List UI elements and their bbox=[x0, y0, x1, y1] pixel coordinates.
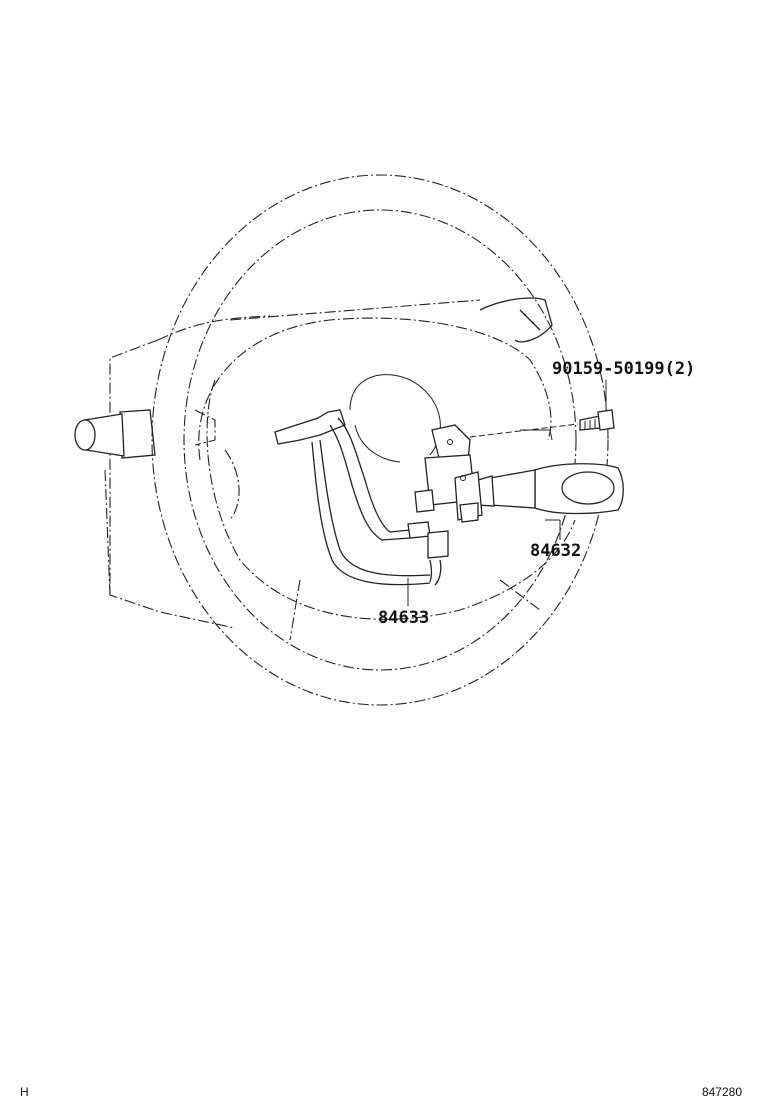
steering-wheel-pad bbox=[194, 317, 576, 641]
central-switch-block bbox=[414, 424, 483, 523]
right-spoke-detail bbox=[479, 297, 553, 343]
bolt-icon bbox=[469, 409, 615, 438]
steering-wheel-rim bbox=[151, 174, 609, 706]
part-label-84633: 84633 bbox=[378, 608, 429, 628]
part-label-bolt: 90159-50199(2) bbox=[552, 359, 695, 379]
switch-assembly-right bbox=[477, 429, 624, 515]
footer-diagram-number: 847280 bbox=[701, 1085, 742, 1099]
stalk-knob bbox=[74, 409, 156, 459]
steering-column-outline bbox=[104, 299, 481, 629]
leader-lines bbox=[407, 380, 607, 606]
part-label-84632: 84632 bbox=[530, 541, 581, 561]
footer-left-code: H bbox=[20, 1085, 29, 1099]
wire-harness bbox=[274, 409, 449, 586]
